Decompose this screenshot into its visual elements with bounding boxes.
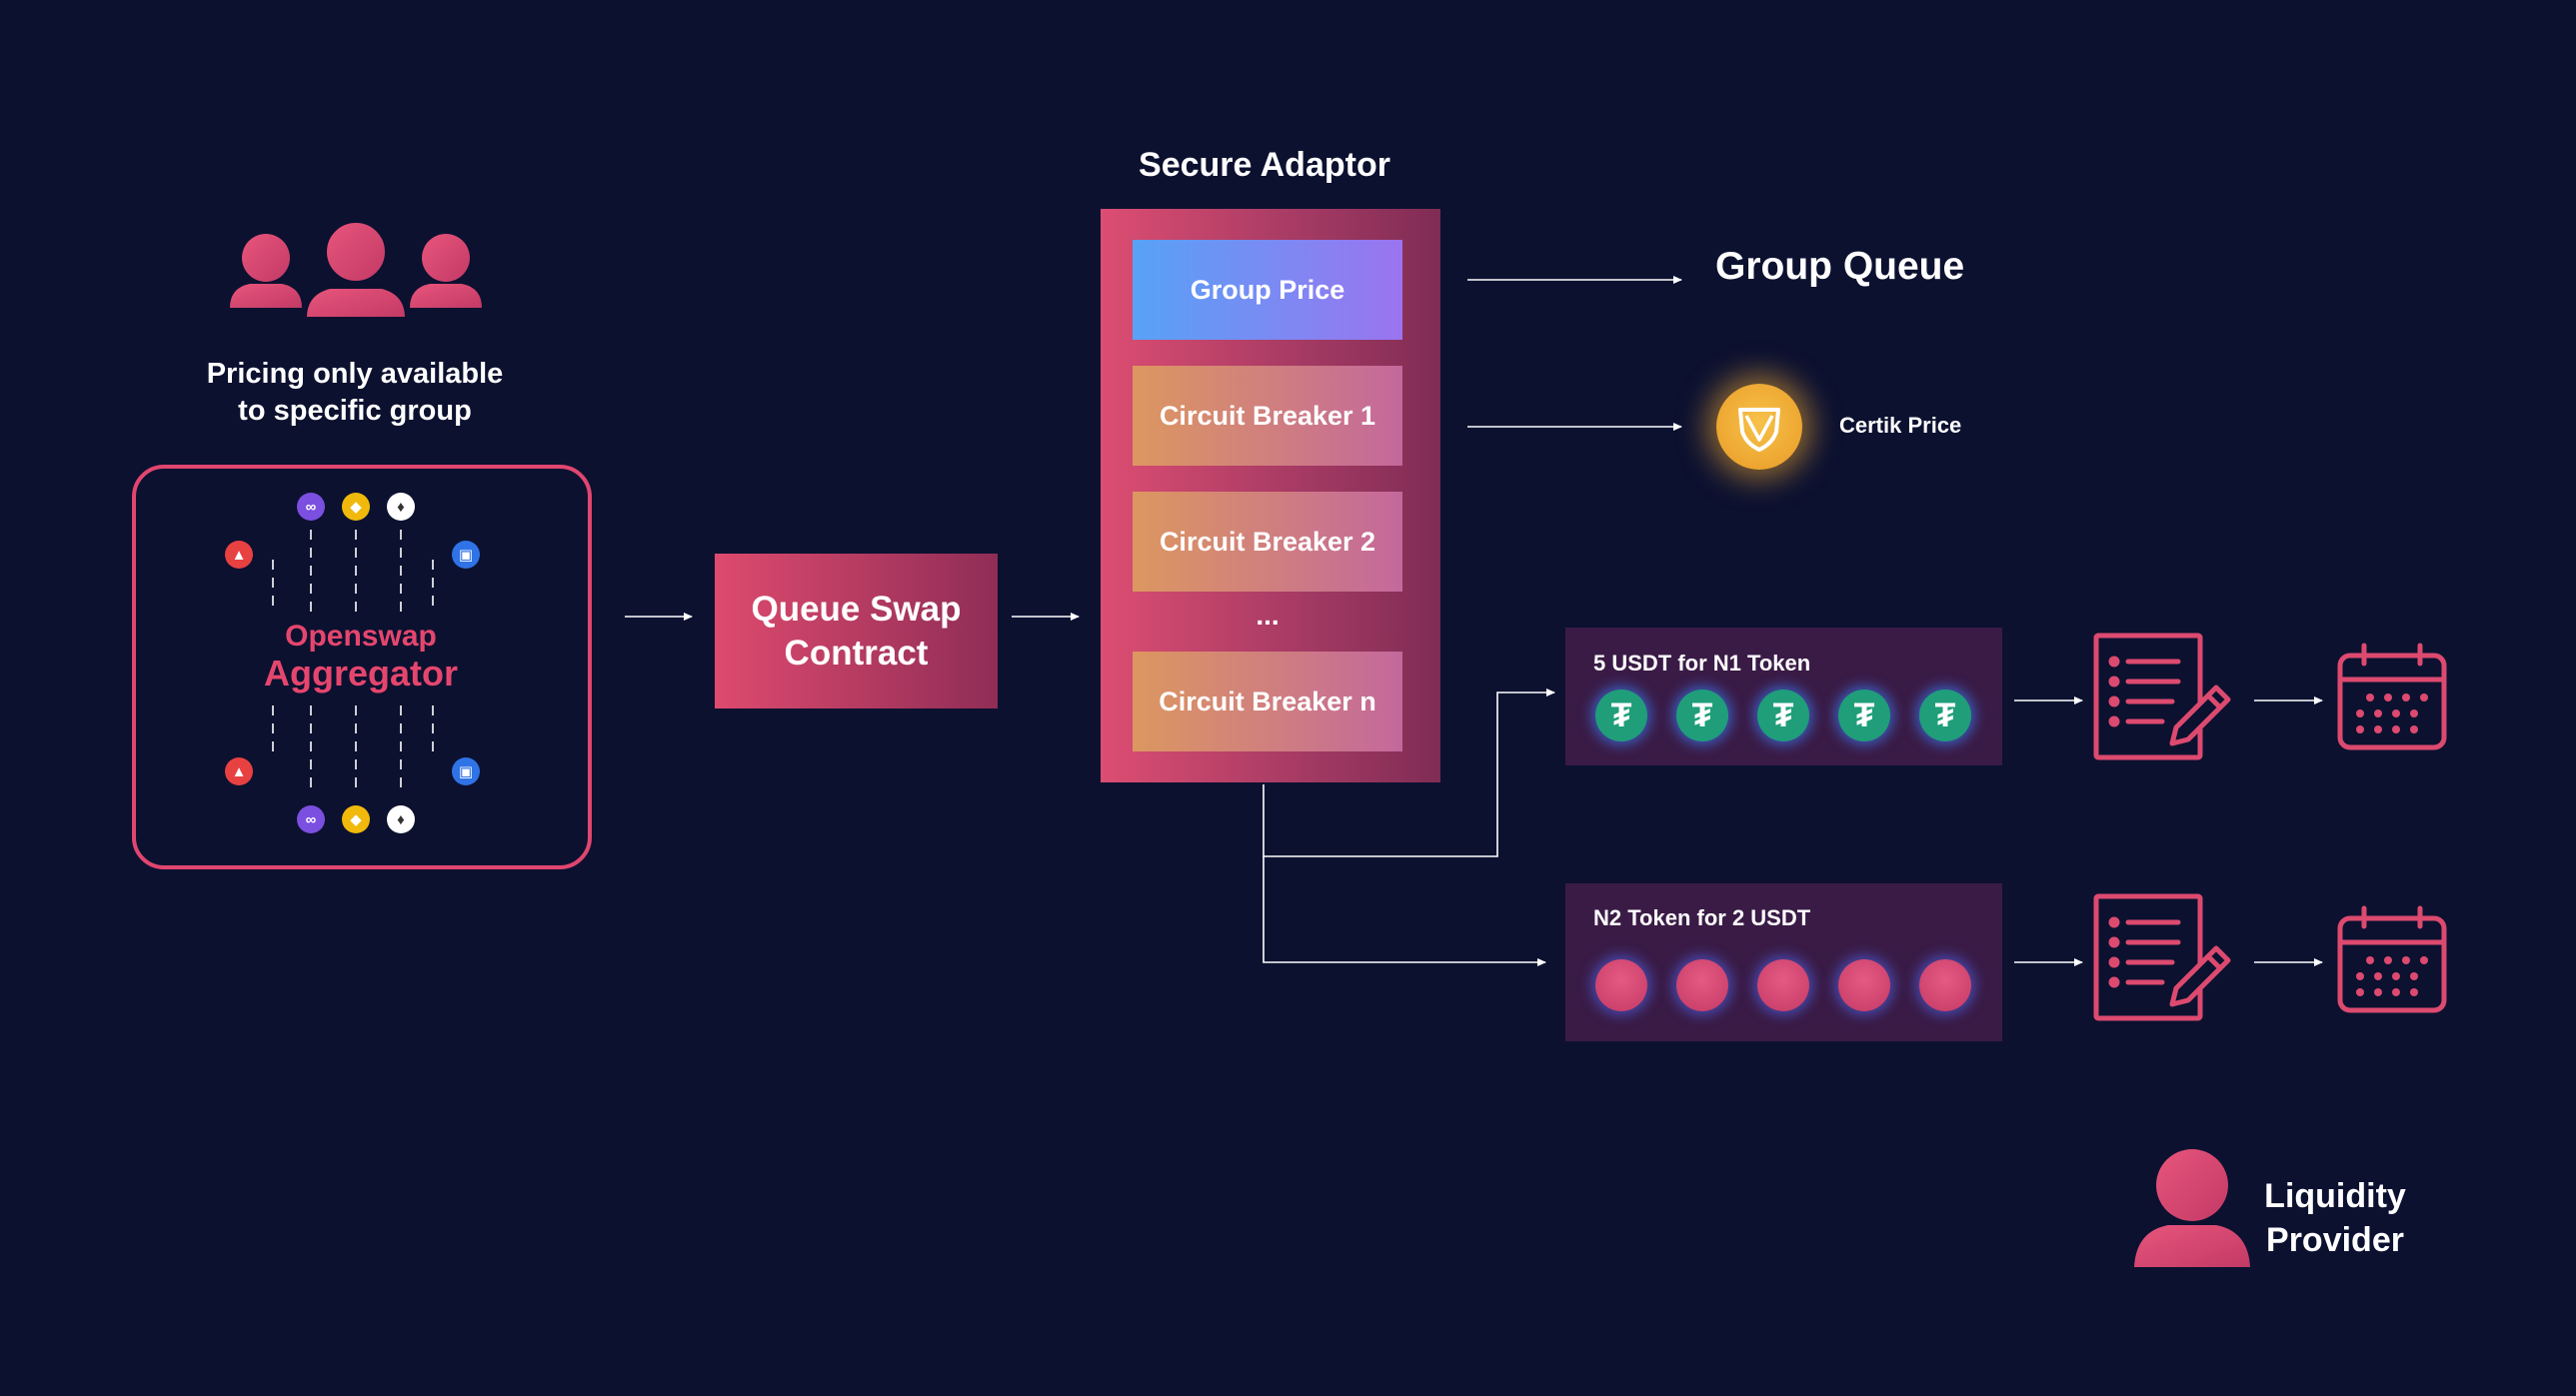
document-edit-icon <box>2093 893 2231 1021</box>
certik-shield-icon <box>1716 384 1802 470</box>
group-caption-line-2: to specific group <box>238 395 472 427</box>
group-caption: Pricing only available to specific group <box>170 356 540 430</box>
liquidity-provider-label: Liquidity Provider <box>2235 1174 2435 1262</box>
aggregator-title: Openswap Aggregator <box>230 620 492 694</box>
liquidity-provider-line-2: Provider <box>2266 1221 2404 1259</box>
queue-swap-contract-line-1: Queue Swap <box>751 589 962 629</box>
openswap-aggregator-box <box>132 465 592 869</box>
certik-price-label: Certik Price <box>1839 413 1962 438</box>
secure-adaptor-title: Secure Adaptor <box>1139 146 1390 184</box>
group-caption-line-1: Pricing only available <box>206 358 504 390</box>
usdt-coin-icon: ₮ <box>1838 690 1890 741</box>
aggregator-title-line-1: Openswap <box>285 620 437 653</box>
circuit-breaker-1-block: Circuit Breaker 1 <box>1133 366 1402 466</box>
n2-token-icon <box>1676 959 1728 1011</box>
binance-icon: ◆ <box>342 493 370 521</box>
pool-2-label: N2 Token for 2 USDT <box>1593 905 1811 930</box>
n2-token-icon <box>1919 959 1971 1011</box>
binance-icon: ◆ <box>342 805 370 833</box>
user-group-icon <box>230 222 482 319</box>
n2-token-icon <box>1757 959 1809 1011</box>
n2-token-icon <box>1595 959 1647 1011</box>
liquidity-provider-user-icon <box>2134 1149 2250 1267</box>
avalanche-icon: ▲ <box>225 541 253 569</box>
usdt-coin-icon: ₮ <box>1919 690 1971 741</box>
document-edit-icon <box>2093 633 2231 760</box>
group-queue-title: Group Queue <box>1715 245 1965 288</box>
fantom-icon: ▣ <box>452 757 480 785</box>
calendar-icon <box>2337 643 2447 750</box>
circuit-breaker-2-block: Circuit Breaker 2 <box>1133 492 1402 592</box>
ethereum-icon: ♦ <box>387 493 415 521</box>
polygon-icon: ∞ <box>297 493 325 521</box>
usdt-coin-icon: ₮ <box>1676 690 1728 741</box>
aggregator-title-line-2: Aggregator <box>263 653 458 694</box>
circuit-breaker-n-block: Circuit Breaker n <box>1133 652 1402 751</box>
usdt-coin-icon: ₮ <box>1757 690 1809 741</box>
calendar-icon <box>2337 905 2447 1013</box>
group-price-block: Group Price <box>1133 240 1402 340</box>
avalanche-icon: ▲ <box>225 757 253 785</box>
n2-token-icon <box>1838 959 1890 1011</box>
circuit-breaker-ellipsis: ... <box>1256 600 1280 631</box>
line-adaptor-to-pool2 <box>1263 856 1546 966</box>
queue-swap-contract: Queue Swap Contract <box>715 554 998 708</box>
fantom-icon: ▣ <box>452 541 480 569</box>
polygon-icon: ∞ <box>297 805 325 833</box>
ethereum-icon: ♦ <box>387 805 415 833</box>
queue-swap-contract-line-2: Contract <box>784 633 929 673</box>
pool-1-label: 5 USDT for N1 Token <box>1593 651 1811 676</box>
liquidity-provider-line-1: Liquidity <box>2264 1177 2406 1215</box>
usdt-coin-icon: ₮ <box>1595 690 1647 741</box>
